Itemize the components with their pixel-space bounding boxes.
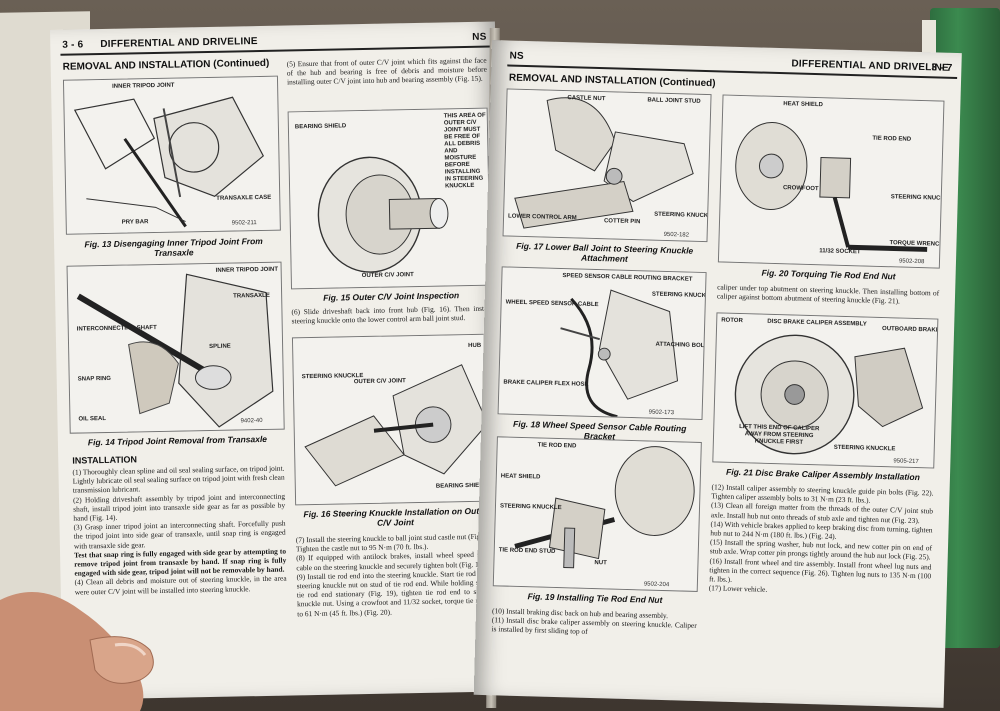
fig13-illustration	[64, 76, 280, 234]
page-number: 3 - 7	[931, 62, 953, 74]
figure-18: SPEED SENSOR CABLE ROUTING BRACKET WHEEL…	[497, 266, 707, 421]
fig20-label: 11/32 SOCKET	[819, 248, 861, 256]
col2-top-text: (5) Ensure that front of outer C/V joint…	[286, 55, 487, 87]
fig19-label: NUT	[594, 560, 607, 567]
fig16-label: HUB	[468, 342, 482, 350]
fig19-label: TIE ROD END	[537, 442, 577, 450]
figure-13: INNER TRIPOD JOINT TRANSAXLE CASE PRY BA…	[62, 75, 281, 235]
fig21-label: ROTOR	[721, 317, 743, 325]
fig15-caption: Fig. 15 Outer C/V Joint Inspection	[323, 290, 460, 303]
header-title: DIFFERENTIAL AND DRIVELINE	[100, 36, 258, 51]
right-page: NS DIFFERENTIAL AND DRIVELINE 3 - 7 REMO…	[473, 40, 962, 708]
fig14-caption: Fig. 14 Tripod Joint Removal from Transa…	[87, 433, 268, 448]
fig16-illustration	[293, 334, 494, 505]
fig20-illustration	[719, 95, 944, 268]
section-title: REMOVAL AND INSTALLATION (Continued)	[62, 57, 270, 73]
header-title: DIFFERENTIAL AND DRIVELINE	[791, 58, 949, 74]
section-title: REMOVAL AND INSTALLATION (Continued)	[508, 72, 716, 90]
col2-mid-text: (6) Slide driveshaft back into front hub…	[291, 303, 492, 326]
installation-step: (1) Thoroughly clean spline and oil seal…	[72, 463, 285, 496]
fig21-illustration	[713, 313, 937, 468]
fig19-caption: Fig. 19 Installing Tie Rod End Nut	[527, 591, 663, 605]
fig16-caption: Fig. 16 Steering Knuckle Installation on…	[303, 505, 488, 528]
fig15-label: OUTER C/V JOINT	[361, 272, 414, 280]
hand-image	[0, 592, 154, 711]
fig20-caption: Fig. 20 Torquing Tie Rod End Nut	[761, 267, 896, 282]
fig14-illustration	[67, 262, 284, 433]
step-text: (9) Install tie rod end into the steerin…	[296, 568, 498, 618]
fig17-caption: Fig. 17 Lower Ball Joint to Steering Knu…	[516, 240, 694, 264]
figure-14: INNER TRIPOD JOINT TRANSAXLE INTERCONNEC…	[66, 261, 285, 434]
fig13-label: PRY BAR	[121, 219, 149, 226]
header-right: NS	[472, 31, 487, 43]
fig13-caption: Fig. 13 Disengaging Inner Tripod Joint F…	[84, 235, 263, 259]
figure-21: ROTOR DISC BRAKE CALIPER ASSEMBLY OUTBOA…	[712, 312, 939, 469]
figure-17: CASTLE NUT BALL JOINT STUD LOWER CONTROL…	[502, 88, 712, 243]
fig18-code: 9502-173	[648, 409, 675, 417]
fig20-label: TIE ROD END	[872, 135, 912, 143]
fig14-label: SNAP RING	[77, 375, 112, 383]
fig19-illustration	[494, 437, 701, 591]
fig18-illustration	[498, 267, 706, 419]
fig14-label: OIL SEAL	[78, 415, 107, 423]
fig20-code: 9502-208	[898, 258, 925, 266]
fig18-label: ATTACHING BOLT	[655, 341, 707, 350]
col2-top-text: caliper under top abutment on steering k…	[716, 282, 940, 306]
col2-bottom-text: (12) Install caliper assembly to steerin…	[709, 482, 934, 599]
fig16-label: OUTER C/V JOINT	[353, 378, 406, 386]
fig17-code: 9502-182	[663, 231, 690, 239]
fig17-label: COTTER PIN	[603, 218, 641, 226]
fig13-label: TRANSAXLE CASE	[216, 194, 272, 202]
fig13-label: INNER TRIPOD JOINT	[112, 82, 175, 90]
fig17-label: BALL JOINT STUD	[647, 97, 701, 105]
installation-step: (2) Holding driveshaft assembly by tripo…	[72, 491, 286, 523]
page-number: 3 - 6	[62, 39, 84, 51]
left-page: 3 - 6 DIFFERENTIAL AND DRIVELINE NS REMO…	[50, 21, 508, 700]
fig13-code: 9502-211	[231, 220, 257, 227]
fig19-label: HEAT SHIELD	[500, 473, 541, 481]
fig21-code: 9505-217	[893, 458, 919, 466]
fig14-label: TRANSAXLE	[233, 292, 270, 300]
fig15-illustration	[288, 108, 490, 289]
figure-15: BEARING SHIELD OUTER C/V JOINT THIS AREA…	[287, 107, 491, 290]
figure-19: TIE ROD END HEAT SHIELD STEERING KNUCKLE…	[492, 436, 702, 592]
fig20-label: CROWFOOT	[782, 185, 819, 193]
fig21-label: LIFT THIS END OF CALIPER AWAY FROM STEER…	[739, 424, 820, 446]
fig14-label: INNER TRIPOD JOINT	[215, 266, 279, 274]
header-left: NS	[509, 50, 525, 62]
installation-heading: INSTALLATION	[72, 454, 138, 466]
col1-text: (10) Install braking disc back on hub an…	[491, 606, 697, 639]
fig15-note: THIS AREA OF OUTER C/V JOINT MUST BE FRE…	[443, 112, 486, 190]
fig14-code: 9402-40	[240, 417, 263, 425]
fig21-caption: Fig. 21 Disc Brake Caliper Assembly Inst…	[725, 466, 921, 483]
fig17-illustration	[503, 89, 711, 242]
col2-bottom-text: (7) Install the steering knuckle to ball…	[296, 532, 498, 619]
fig19-code: 9502-204	[643, 581, 670, 589]
fig20-label: HEAT SHIELD	[783, 101, 823, 109]
fig14-label: SPLINE	[209, 343, 231, 351]
fig20-label: TORQUE WRENCH	[889, 240, 944, 248]
fig15-label: BEARING SHIELD	[294, 123, 347, 131]
fig17-label: CASTLE NUT	[567, 95, 606, 103]
figure-16: STEERING KNUCKLE OUTER C/V JOINT HUB BEA…	[291, 333, 496, 506]
figure-20: HEAT SHIELD TIE ROD END CROWFOOT STEERIN…	[717, 94, 945, 269]
